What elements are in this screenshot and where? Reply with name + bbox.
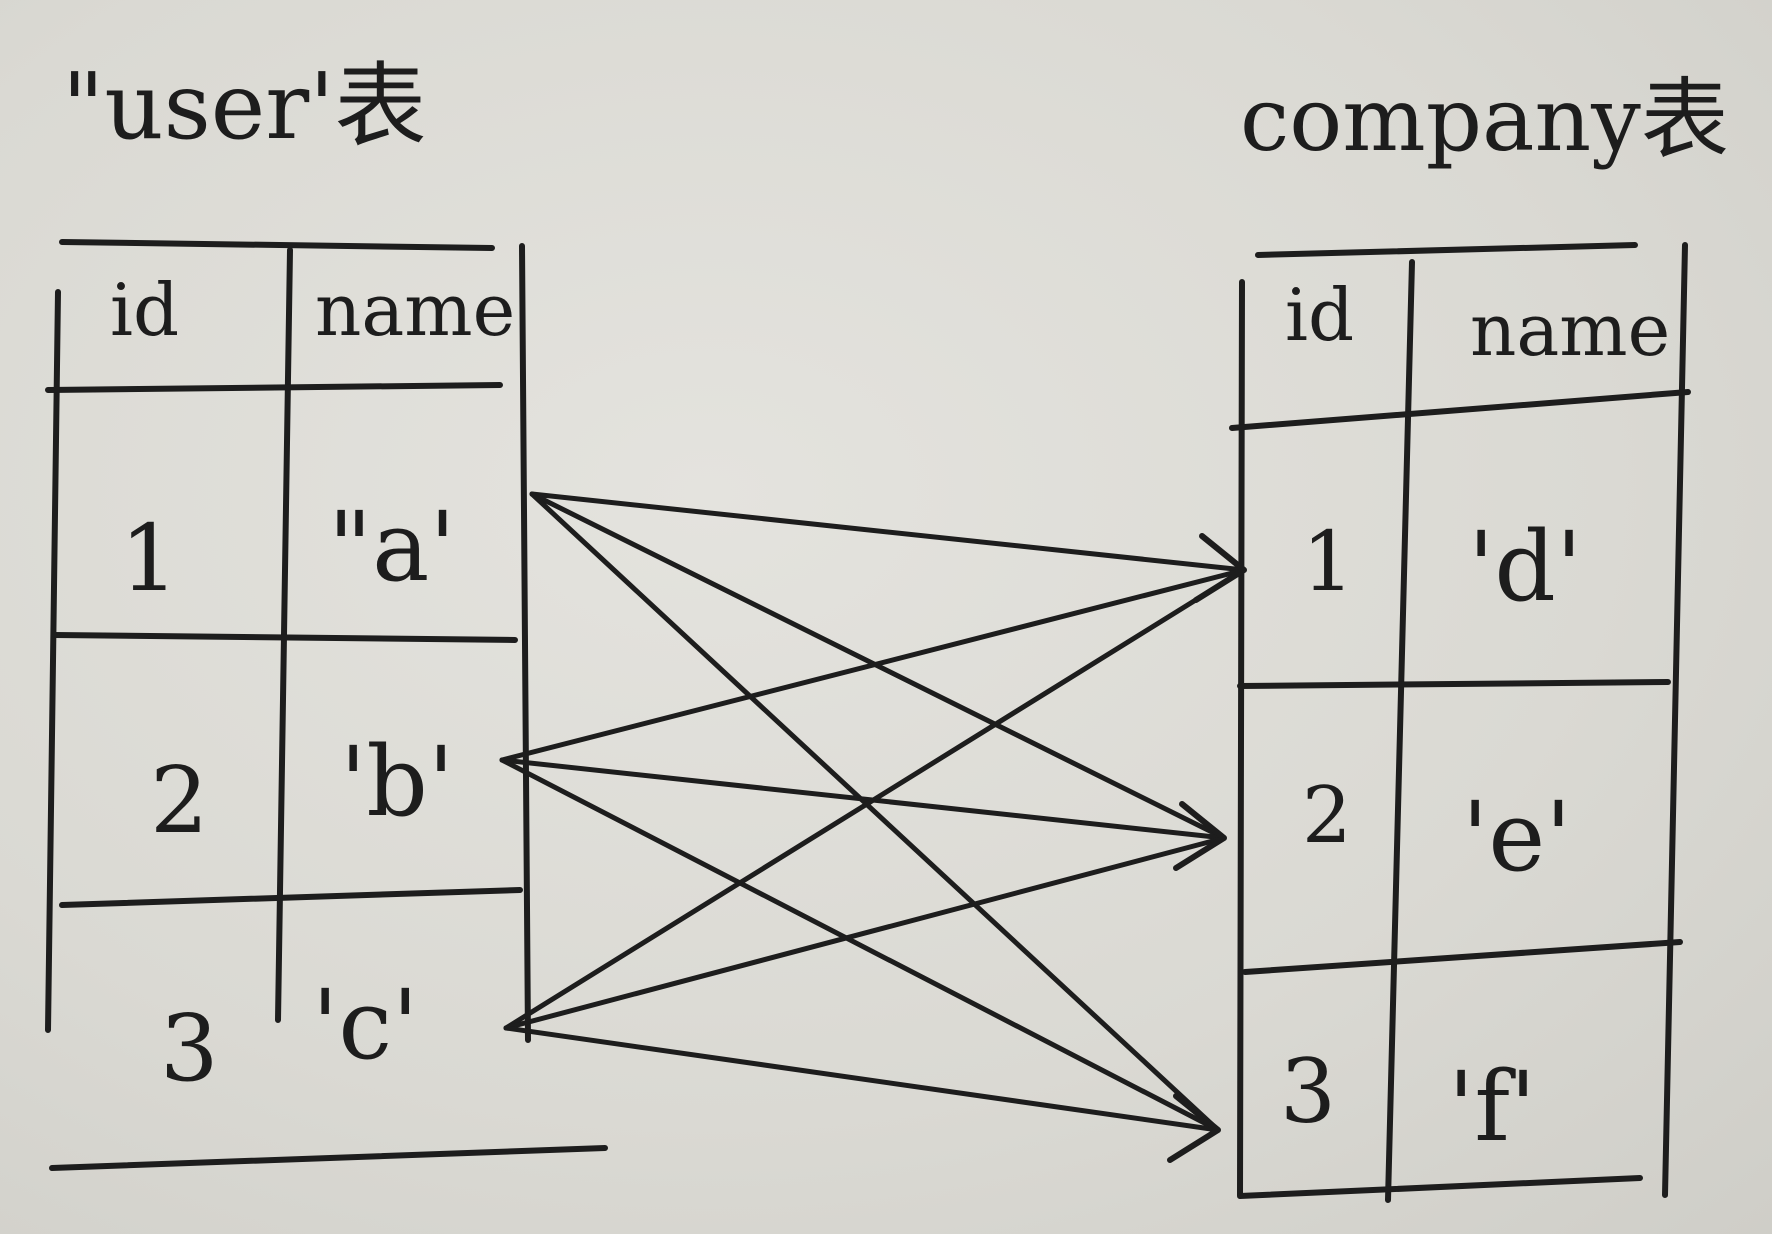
user-header-name: name [315, 268, 515, 352]
user-row-divider [59, 887, 523, 908]
user-row-divider [52, 632, 518, 643]
arrowhead-company-1-icon [1193, 533, 1247, 603]
user-left-border [45, 289, 61, 1033]
user-row-1-id: 1 [120, 505, 179, 612]
user-row-1-name: "a' [328, 491, 456, 603]
company-header-name: name [1470, 288, 1670, 372]
company-row-divider [1237, 679, 1671, 689]
company-left-border [1237, 279, 1245, 1198]
company-row-1-name: 'd' [1468, 511, 1582, 623]
connection-arrows [499, 491, 1247, 1163]
arrow-user-1-to-company-1 [529, 491, 1247, 573]
user-table-title: "user'表 [62, 53, 427, 160]
company-row-2-name: 'e' [1462, 781, 1572, 893]
company-row-divider [1242, 939, 1683, 975]
user-table: "user'表 id name 1 "a' 2 'b' 3 'c' [45, 53, 608, 1171]
company-row-3-id: 3 [1280, 1040, 1336, 1143]
user-row-3-id: 3 [160, 995, 219, 1102]
company-header-divider [1229, 389, 1691, 431]
company-right-border [1662, 242, 1688, 1198]
arrowhead-company-3-icon [1167, 1093, 1221, 1163]
arrow-user-1-to-company-3 [529, 491, 1221, 1133]
company-top-border [1255, 242, 1638, 258]
company-bottom-border [1237, 1175, 1643, 1199]
user-row-2-name: 'b' [340, 726, 454, 838]
company-table: company表 id name 1 'd' 2 'e' 3 'f' [1229, 68, 1729, 1203]
company-row-1-id: 1 [1302, 515, 1354, 610]
arrow-user-3-to-company-1 [503, 567, 1247, 1031]
company-table-title: company表 [1240, 68, 1729, 171]
user-header-id: id [110, 268, 179, 352]
arrow-user-2-to-company-2 [499, 757, 1227, 841]
company-header-id: id [1285, 273, 1354, 357]
user-row-3-name: 'c' [312, 969, 419, 1081]
arrowhead-company-2-icon [1173, 801, 1227, 871]
company-column-divider [1385, 259, 1415, 1203]
company-row-2-id: 2 [1302, 771, 1352, 861]
arrow-user-3-to-company-3 [503, 1025, 1221, 1133]
company-row-3-name: 'f' [1448, 1051, 1536, 1163]
arrow-user-2-to-company-3 [499, 757, 1221, 1133]
arrow-user-3-to-company-2 [503, 835, 1227, 1031]
user-header-divider [45, 382, 503, 393]
user-row-2-id: 2 [150, 747, 209, 854]
user-bottom-border [49, 1145, 608, 1171]
user-top-border [59, 239, 495, 251]
user-right-border [519, 243, 531, 1043]
arrow-user-2-to-company-1 [499, 567, 1247, 763]
